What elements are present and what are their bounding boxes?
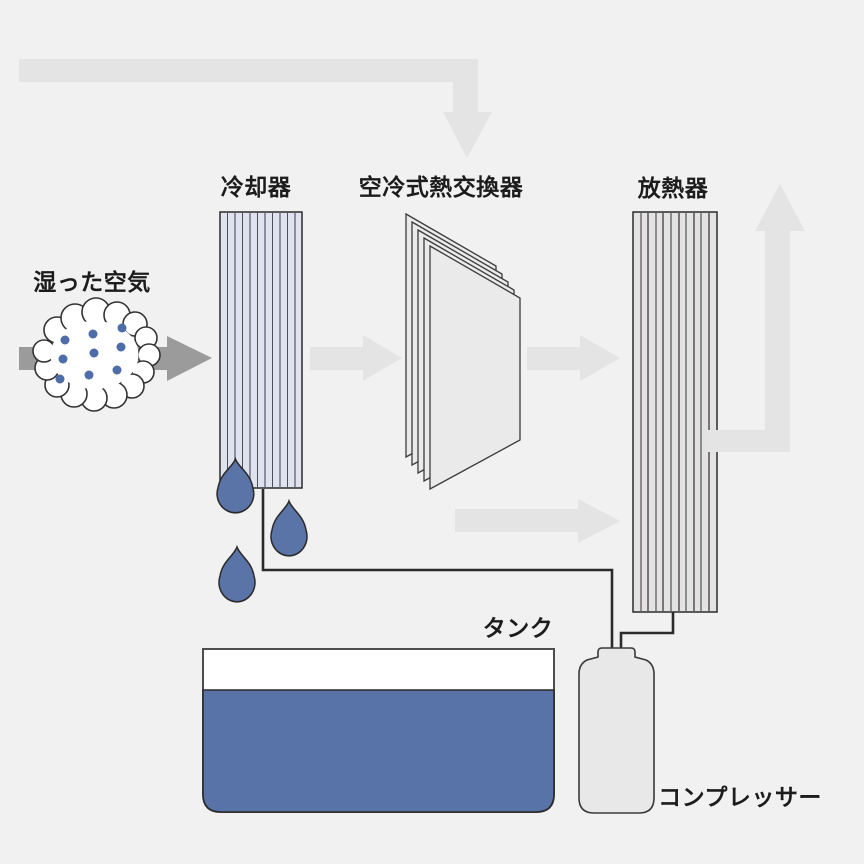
droplet-icon [270,498,308,557]
top-down-flow-arrow [19,59,492,158]
radiator-pipe [619,612,675,650]
label-radiator: 放熱器 [637,175,709,201]
drain-pipe [261,489,614,650]
radiator-unit [632,211,718,613]
label-tank: タンク [482,615,554,641]
label-humid-air: 湿った空気 [33,269,151,295]
cooler-unit [219,211,303,489]
water-tank [202,648,555,813]
flow-arrow-lower [455,499,620,543]
heat-exchanger-sheets [405,212,521,491]
flow-arrow-cooler-to-exchanger [310,335,402,381]
moisture-dots [55,323,127,384]
label-compressor: コンプレッサー [658,784,822,810]
exhaust-up-arrow [706,184,805,452]
label-cooler: 冷却器 [220,174,292,200]
droplet-icon [216,456,255,514]
droplet-icon [218,544,256,603]
water-droplets [216,456,308,603]
label-heat-exchanger: 空冷式熱交換器 [358,174,524,200]
compressor-body [578,647,655,814]
flow-arrow-exchanger-to-radiator [527,335,620,381]
tank-water [202,689,555,813]
